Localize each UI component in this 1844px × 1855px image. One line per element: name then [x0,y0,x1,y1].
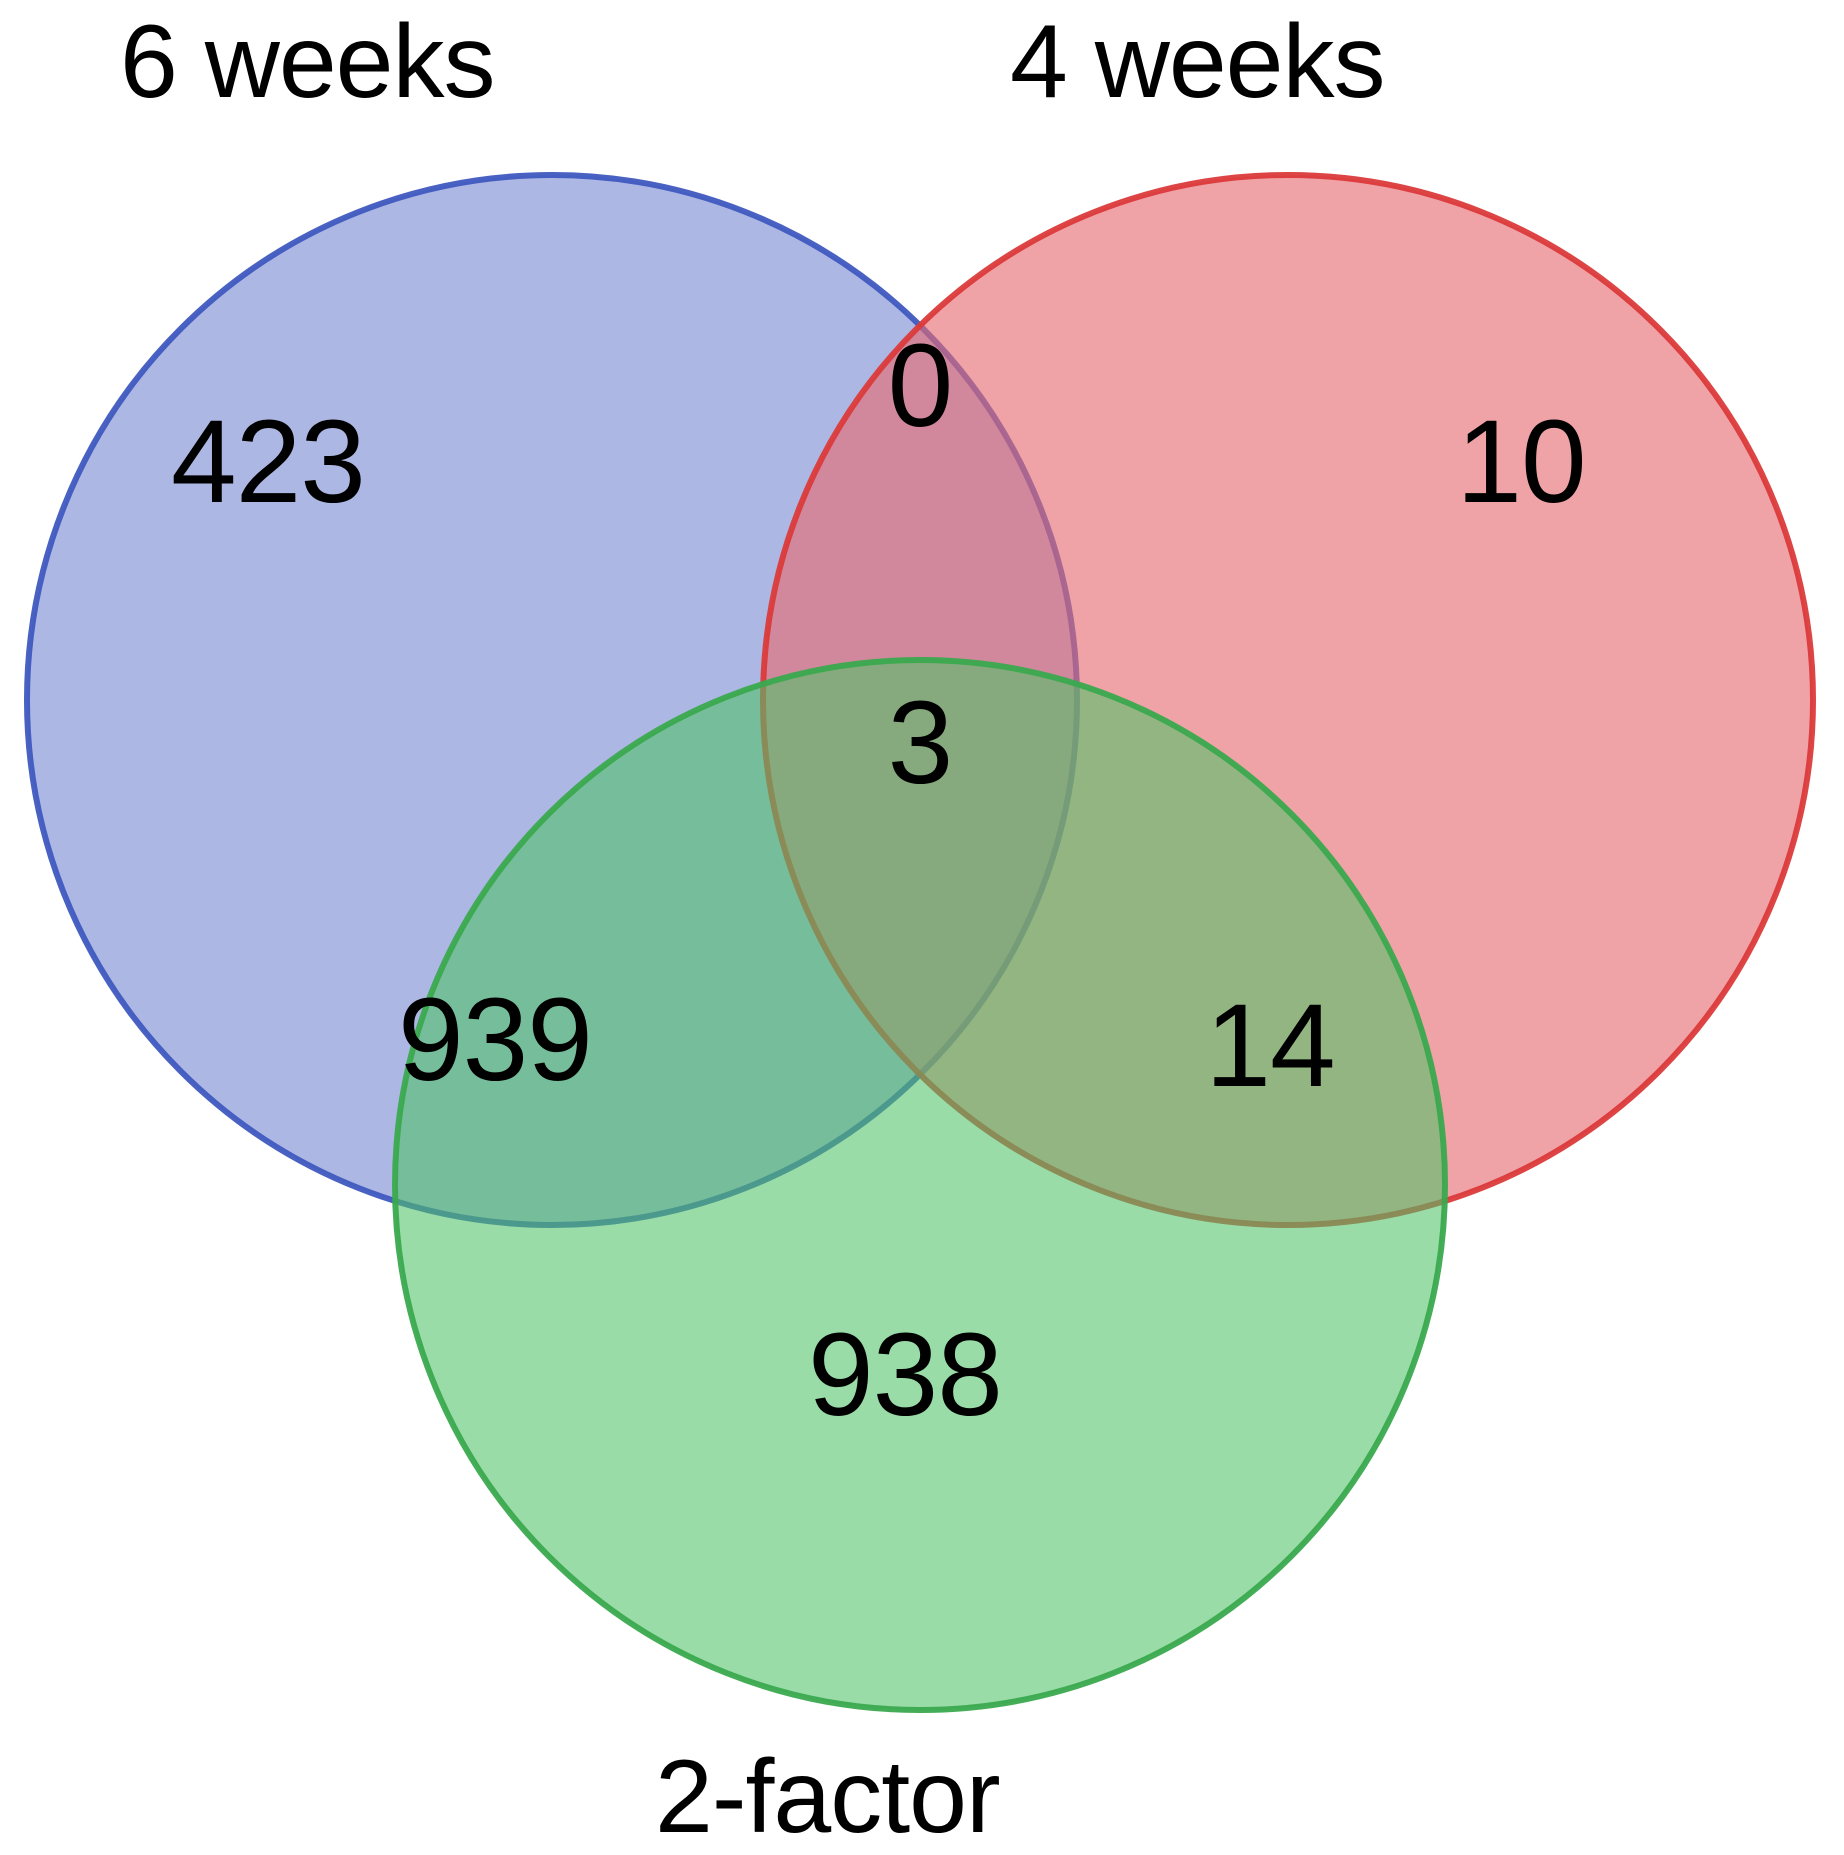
region-count-6-weeks-and-4-weeks: 0 [887,320,954,452]
region-count-4-weeks-only: 10 [1456,396,1586,528]
set-label-2-factor: 2-factor [655,1739,1001,1855]
region-count-4-weeks-and-2-factor: 14 [1205,980,1335,1112]
region-count-6-weeks-and-2-factor: 939 [398,974,593,1106]
set-label-6-weeks: 6 weeks [120,4,496,120]
circle-2-factor[interactable] [392,657,1448,1713]
region-count-2-factor-only: 938 [808,1309,1003,1441]
region-count-6-weeks-only: 423 [171,396,366,528]
region-count-all-three: 3 [887,677,954,809]
venn-circle-group [24,172,1816,1713]
set-label-4-weeks: 4 weeks [1010,4,1386,120]
